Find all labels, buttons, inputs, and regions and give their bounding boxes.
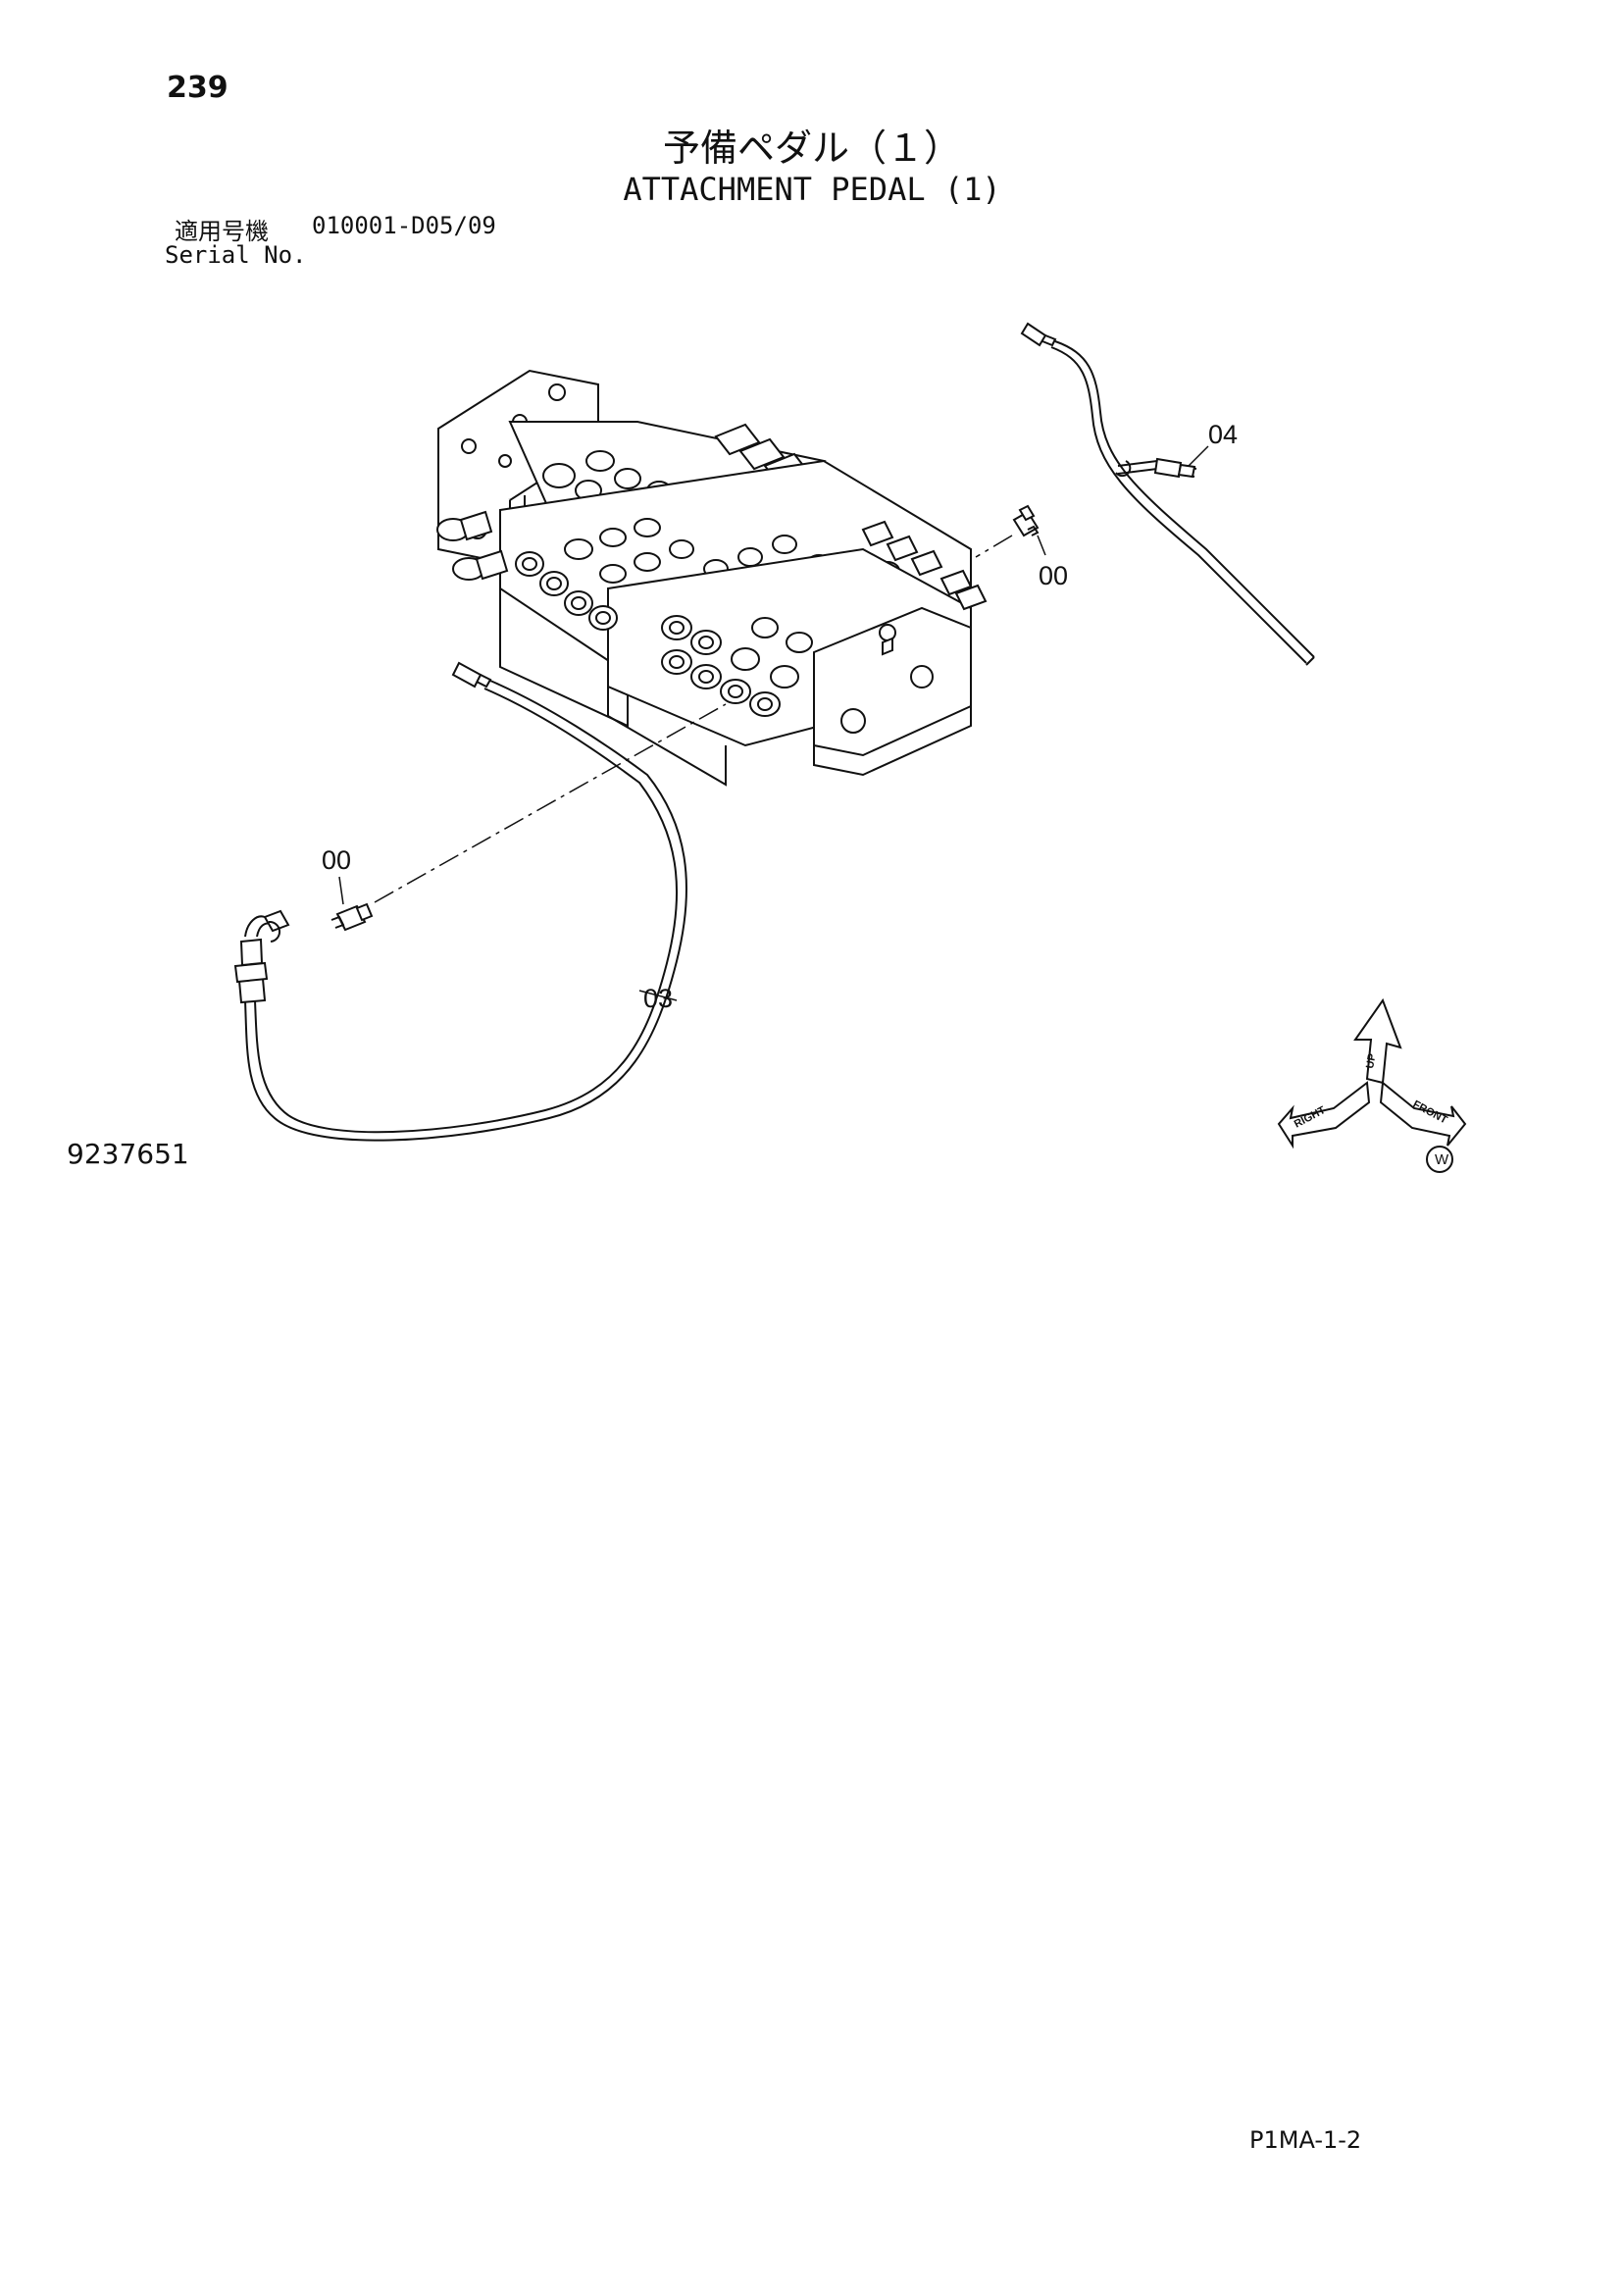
pilot-hose-03	[233, 661, 687, 1142]
serial-label-english: Serial No.	[165, 241, 307, 269]
page-title-english: ATTACHMENT PEDAL (1)	[623, 171, 1001, 208]
orientation-mark	[1277, 997, 1467, 1173]
page-title-japanese: 予備ペダル（１）	[662, 127, 961, 170]
callout-00-lower: 00	[322, 845, 351, 875]
adapter-fitting-upper	[1012, 504, 1040, 537]
adapter-fitting-lower	[330, 902, 374, 932]
callout-00-upper: 00	[1039, 561, 1068, 590]
page-number: 239	[167, 71, 228, 105]
assembly-lines	[374, 535, 1013, 903]
callout-04: 04	[1208, 420, 1238, 449]
control-valve-block	[436, 369, 988, 787]
leader-lines	[338, 445, 1209, 1001]
pilot-hose-04	[1020, 322, 1315, 666]
drawing-reference-number: 9237651	[67, 1138, 189, 1170]
serial-label-japanese: 適用号機	[175, 218, 269, 245]
serial-value: 010001-D05/09	[312, 212, 496, 239]
page-code: P1MA-1-2	[1249, 2126, 1362, 2154]
callout-03: 03	[643, 984, 673, 1013]
orientation-up-label: UP	[1364, 1052, 1378, 1069]
orientation-circle-label: W	[1435, 1151, 1449, 1168]
